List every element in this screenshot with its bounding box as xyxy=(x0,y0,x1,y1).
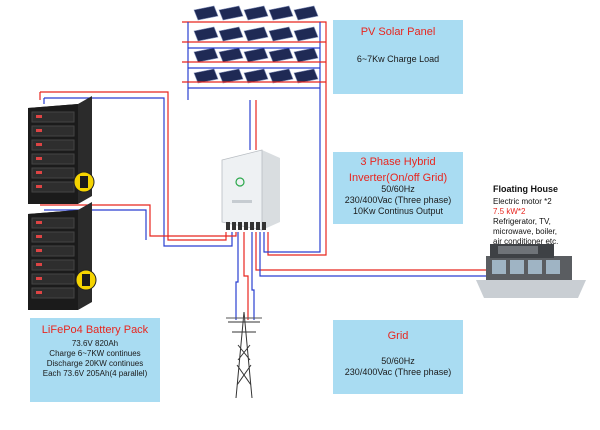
solar-panel-array xyxy=(193,5,319,84)
battery-module xyxy=(31,125,75,137)
battery-indicator xyxy=(36,249,42,252)
floating-house-motor-power: 7.5 kW*2 xyxy=(493,207,526,216)
house-wire-red xyxy=(255,232,490,271)
battery-indicator xyxy=(36,235,42,238)
battery-module xyxy=(31,245,75,257)
battery-discharge: Discharge 20KW continues xyxy=(46,359,144,368)
inverter-title-2: Inverter(On/off Grid) xyxy=(348,172,448,184)
floating-house-label: Floating House Electric motor *2 7.5 kW*… xyxy=(493,184,583,247)
inverter-port xyxy=(238,222,242,230)
floating-house-appliances-3: air conditioner etc. xyxy=(493,237,559,246)
inverter-port xyxy=(262,222,266,230)
solar-panel-icon xyxy=(293,68,319,84)
power-tower-icon xyxy=(226,311,262,399)
battery-module xyxy=(31,181,75,193)
solar-panel-icon xyxy=(268,47,294,63)
inverter-output: 10Kw Continus Output xyxy=(352,206,444,216)
battery-module xyxy=(31,287,75,299)
floating-house-appliances-2: microwave, boiler, xyxy=(493,227,558,236)
solar-panel-icon xyxy=(293,5,319,21)
inverter-port xyxy=(244,222,248,230)
solar-panel-icon xyxy=(193,26,219,42)
pv-solar-panel-box: PV Solar Panel 6~7Kw Charge Load xyxy=(333,20,463,94)
pv-wire-blue xyxy=(187,22,321,253)
inverter-title-1: 3 Phase Hybrid xyxy=(360,156,436,168)
hybrid-inverter xyxy=(221,149,280,231)
floating-house-title: Floating House xyxy=(493,184,558,194)
battery-module xyxy=(31,167,75,179)
grid-wire-blue xyxy=(235,232,239,320)
battery-wire-red-2 xyxy=(40,204,237,237)
solar-panel-icon xyxy=(193,5,219,21)
battery-indicator xyxy=(36,171,42,174)
battery-module xyxy=(31,231,75,243)
inverter-port xyxy=(232,222,236,230)
battery-indicator xyxy=(36,157,42,160)
solar-panel-icon xyxy=(268,5,294,21)
solar-panel-icon xyxy=(218,5,244,21)
battery-module xyxy=(31,273,75,285)
battery-cabinet-lower xyxy=(28,202,97,310)
battery-module xyxy=(31,139,75,151)
inverter-port xyxy=(226,222,230,230)
floating-house-image xyxy=(476,244,586,298)
inverter-voltage: 230/400Vac (Three phase) xyxy=(344,195,452,205)
solar-panel-icon xyxy=(268,26,294,42)
solar-panel-icon xyxy=(218,47,244,63)
battery-title: LiFePo4 Battery Pack xyxy=(41,324,149,336)
grid-frequency: 50/60Hz xyxy=(381,356,415,366)
battery-charge: Charge 6~7KW continues xyxy=(49,349,141,358)
battery-wire-red xyxy=(39,91,227,241)
battery-wire-blue xyxy=(43,97,233,247)
grid-wire-blue-2 xyxy=(251,232,255,320)
battery-pack-box: LiFePo4 Battery Pack 73.6V 820Ah Charge … xyxy=(30,318,160,402)
pv-charge-load: 6~7Kw Charge Load xyxy=(356,54,440,64)
pv-title: PV Solar Panel xyxy=(360,26,436,38)
battery-cabinet-upper xyxy=(28,96,95,204)
inverter-logo-icon xyxy=(235,177,245,187)
battery-indicator xyxy=(36,185,42,188)
pv-bus-1 xyxy=(182,41,326,83)
solar-panel-icon xyxy=(193,47,219,63)
inverter-frequency: 50/60Hz xyxy=(381,184,415,194)
grid-title: Grid xyxy=(387,330,409,342)
grid-wire-red xyxy=(243,232,249,320)
inverter-port xyxy=(250,222,254,230)
battery-indicator xyxy=(36,277,42,280)
solar-panel-icon xyxy=(268,68,294,84)
inverter-port xyxy=(256,222,260,230)
wiring xyxy=(39,21,490,320)
battery-indicator xyxy=(36,143,42,146)
grid-voltage: 230/400Vac (Three phase) xyxy=(344,367,452,377)
battery-parallel: Each 73.6V 205Ah(4 parallel) xyxy=(42,369,148,378)
pv-bus-2 xyxy=(188,47,320,89)
solar-panel-icon xyxy=(293,26,319,42)
battery-module xyxy=(31,111,75,123)
solar-panel-icon xyxy=(218,26,244,42)
solar-panel-icon xyxy=(293,47,319,63)
battery-indicator xyxy=(36,115,42,118)
floating-house-motor: Electric motor *2 xyxy=(493,197,552,206)
battery-indicator xyxy=(36,129,42,132)
house-wire-blue xyxy=(259,232,490,277)
battery-indicator xyxy=(36,291,42,294)
grid-box: Grid 50/60Hz 230/400Vac (Three phase) xyxy=(333,320,463,394)
battery-module xyxy=(31,217,75,229)
solar-panel-icon xyxy=(243,68,269,84)
solar-panel-icon xyxy=(218,68,244,84)
pv-wire-red xyxy=(182,21,327,256)
solar-panel-icon xyxy=(243,47,269,63)
battery-capacity: 73.6V 820Ah xyxy=(71,339,119,348)
solar-panel-icon xyxy=(193,68,219,84)
battery-indicator xyxy=(36,221,42,224)
floating-house-appliances-1: Refrigerator, TV, xyxy=(493,217,551,226)
solar-panel-icon xyxy=(243,5,269,21)
inverter-box: 3 Phase Hybrid Inverter(On/off Grid) 50/… xyxy=(333,152,463,224)
battery-module xyxy=(31,153,75,165)
battery-module xyxy=(31,259,75,271)
battery-indicator xyxy=(36,263,42,266)
solar-panel-icon xyxy=(243,26,269,42)
